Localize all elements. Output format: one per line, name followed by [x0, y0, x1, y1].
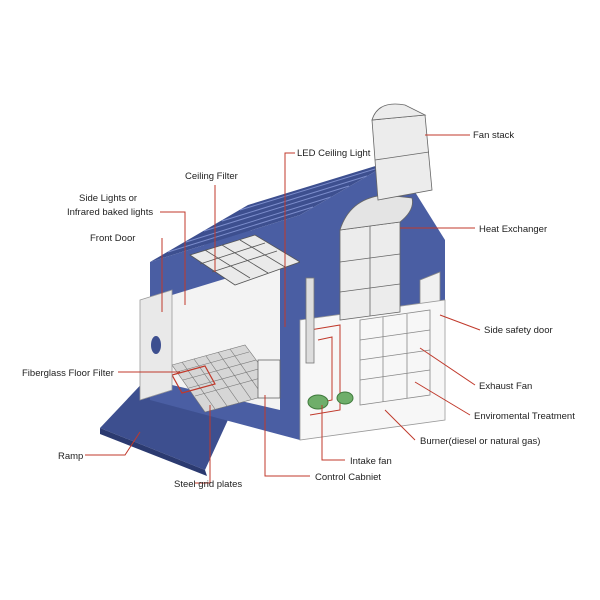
control-cabinet: [257, 359, 281, 399]
label-heat-exchanger: Heat Exchanger: [479, 224, 547, 235]
ramp-edge: [100, 428, 207, 476]
label-side-safety-door: Side safety door: [484, 325, 553, 336]
label-led-ceiling-light: LED Ceiling Light: [297, 148, 371, 159]
label-ramp: Ramp: [58, 451, 83, 462]
label-side-lights-2: Infrared baked lights: [67, 207, 153, 218]
label-intake-fan: Intake fan: [350, 456, 392, 467]
label-ceiling-filter: Ceiling Filter: [185, 171, 238, 182]
leader-lines: [85, 134, 481, 484]
fiberglass-floor-filter: [171, 365, 216, 394]
steel-grid-plates: [171, 344, 281, 413]
label-environmental-treatment: Enviromental Treatment: [474, 411, 575, 422]
label-exhaust-fan: Exhaust Fan: [479, 381, 532, 392]
roof-panel-lines: [167, 165, 386, 253]
label-front-door: Front Door: [90, 233, 135, 244]
label-steel-grid-plates: Steel grid plates: [174, 479, 242, 490]
label-fan-stack: Fan stack: [473, 130, 514, 141]
label-fiberglass-floor-filter: Fiberglass Floor Filter: [22, 368, 114, 379]
front-door-window: [151, 336, 161, 354]
intake-fan: [307, 394, 329, 410]
chimney-pipe: [305, 277, 315, 364]
booth-roof: [150, 160, 395, 262]
heat-exchanger: [339, 221, 401, 321]
burner: [336, 391, 354, 405]
machinery-frame: [359, 309, 431, 406]
label-burner: Burner(diesel or natural gas): [420, 436, 540, 447]
label-control-cabinet: Control Cabniet: [315, 472, 381, 483]
fan-stack: [371, 103, 433, 201]
label-side-lights-1: Side Lights or: [79, 193, 137, 204]
